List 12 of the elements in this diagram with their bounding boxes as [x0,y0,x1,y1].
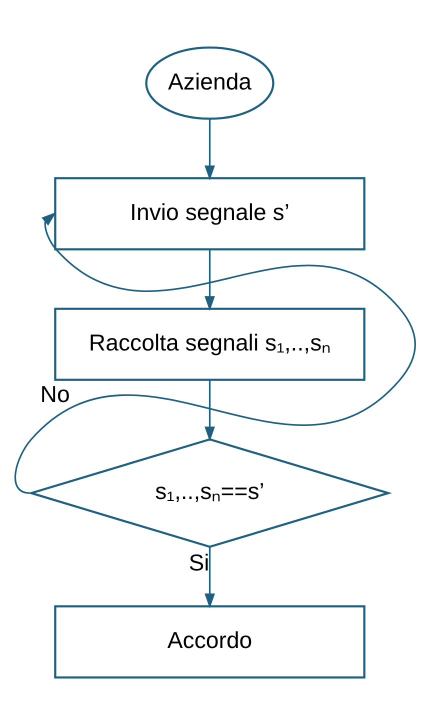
node-box: Accordo [54,605,366,678]
node-box: Invio segnale s’ [54,177,366,250]
arrow [204,118,215,180]
node-box: Raccolta segnali s₁,..,sₙ [54,308,366,381]
arrow [14,212,416,494]
arrow [204,249,215,311]
node-ellipse: Azienda [145,46,274,120]
arrow [204,547,215,608]
arrow [204,380,215,442]
node-diamond: s₁,..,sₙ==s’ [28,438,392,548]
edge-label: Si [188,549,210,576]
edge-label: No [40,380,70,407]
